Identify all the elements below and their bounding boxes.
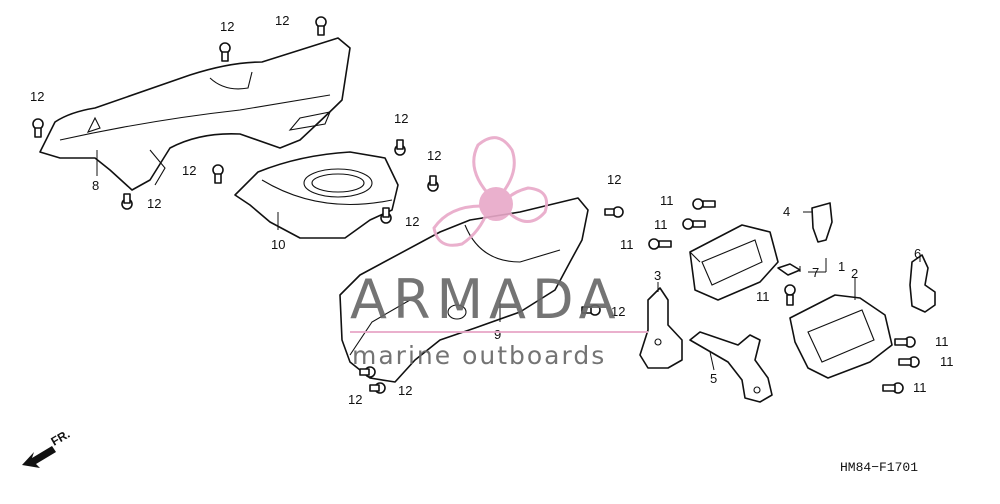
callout-12: 12 <box>427 148 441 163</box>
callout-11: 11 <box>935 334 949 349</box>
bolt-icon <box>581 304 601 316</box>
screw-icon <box>894 336 916 348</box>
screw-icon <box>784 284 796 306</box>
watermark-brand: ARMADA <box>350 268 622 331</box>
screw-icon <box>882 382 904 394</box>
bolt-icon <box>121 193 133 210</box>
bolt-icon <box>219 42 231 62</box>
callout-11: 11 <box>913 380 927 395</box>
bolt-icon <box>369 382 386 394</box>
callout-12: 12 <box>30 89 44 104</box>
arrow-icon <box>22 446 56 468</box>
screw-icon <box>692 198 716 210</box>
callout-6: 6 <box>914 246 921 261</box>
callout-5: 5 <box>710 371 717 386</box>
callout-4: 4 <box>783 204 790 219</box>
bolt-icon <box>212 164 224 184</box>
callout-12: 12 <box>607 172 621 187</box>
part-3-bracket <box>639 287 683 369</box>
watermark: ARMADA marine outboards <box>350 136 648 370</box>
callout-12: 12 <box>394 111 408 126</box>
bolt-icon <box>359 366 376 378</box>
bolt-icon <box>604 206 624 218</box>
propeller-logo-icon <box>432 136 549 247</box>
screw-icon <box>682 218 706 230</box>
callout-10: 10 <box>271 237 285 252</box>
callout-12: 12 <box>275 13 289 28</box>
leader-lines <box>96 150 921 371</box>
callout-8: 8 <box>92 178 99 193</box>
part-9-lower-cover <box>339 197 589 383</box>
callout-11: 11 <box>756 289 770 304</box>
screw-icon <box>898 356 920 368</box>
callout-12: 12 <box>220 19 234 34</box>
part-6-bracket <box>909 254 936 313</box>
callout-2: 2 <box>851 266 858 281</box>
bolt-icon <box>380 207 392 224</box>
fastener-group <box>32 16 920 394</box>
diagram-code: HM84−F1701 <box>840 460 918 475</box>
part-4-clip <box>811 202 833 243</box>
screw-icon <box>648 238 672 250</box>
callout-12: 12 <box>147 196 161 211</box>
callout-11: 11 <box>940 354 954 369</box>
part-8-upper-cover <box>39 37 351 191</box>
part-10-tray <box>234 151 399 239</box>
front-direction-marker: FR. <box>22 427 72 468</box>
part-7-clip <box>777 263 801 276</box>
bolt-icon <box>32 118 44 138</box>
callout-1: 1 <box>838 259 845 274</box>
callout-11: 11 <box>620 237 634 252</box>
part-5-bracket <box>689 331 773 403</box>
part-1-mount-block <box>689 224 779 301</box>
callout-12: 12 <box>611 304 625 319</box>
callout-9: 9 <box>494 327 501 342</box>
bolt-icon <box>427 175 439 192</box>
callout-3: 3 <box>654 268 661 283</box>
callout-7: 7 <box>812 265 819 280</box>
bolt-icon <box>315 16 327 36</box>
callout-12: 12 <box>405 214 419 229</box>
callout-11: 11 <box>660 193 674 208</box>
callout-labels: 12 12 12 8 12 12 12 12 10 12 12 12 9 12 … <box>30 13 954 407</box>
part-2-mount-block <box>789 294 893 379</box>
callout-11: 11 <box>654 217 668 232</box>
watermark-tagline: marine outboards <box>352 341 606 370</box>
callout-12: 12 <box>398 383 412 398</box>
callout-12: 12 <box>348 392 362 407</box>
bolt-icon <box>394 139 406 156</box>
callout-12: 12 <box>182 163 196 178</box>
front-label: FR. <box>49 427 73 449</box>
